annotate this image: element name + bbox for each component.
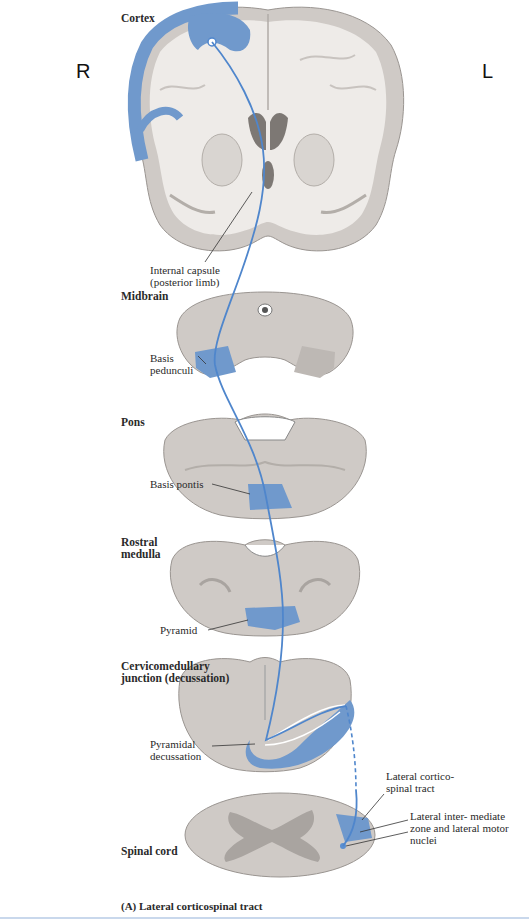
section-heading: Rostral medulla [121,536,191,560]
pons-section [164,414,367,519]
spinal-cord-section [185,793,375,877]
figure-caption: (A) Lateral corticospinal tract [121,900,381,912]
structure-label: Internal capsule (posterior limb) [150,264,260,288]
structure-label: Lateral inter- mediate zone and lateral … [410,810,525,846]
section-heading: Cervicomedullary junction (decussation) [121,660,231,684]
structure-label: Basis pedunculi [150,352,210,376]
side-marker: R [76,60,96,82]
coronal-brain [132,7,403,251]
structure-label: Pyramidal decussation [150,738,220,762]
section-heading: Pons [121,416,181,428]
rostral-medulla-section [170,540,359,636]
section-heading: Spinal cord [121,845,201,857]
midbrain-section [177,292,353,378]
structure-label: Lateral cortico- spinal tract [386,770,466,794]
side-marker: L [482,60,502,82]
leader-lines [198,192,408,846]
structure-label: Pyramid [160,624,220,636]
section-heading: Midbrain [121,290,201,302]
tract-line [208,38,357,846]
section-heading: Cortex [121,12,201,24]
structure-label: Basis pontis [150,478,210,490]
